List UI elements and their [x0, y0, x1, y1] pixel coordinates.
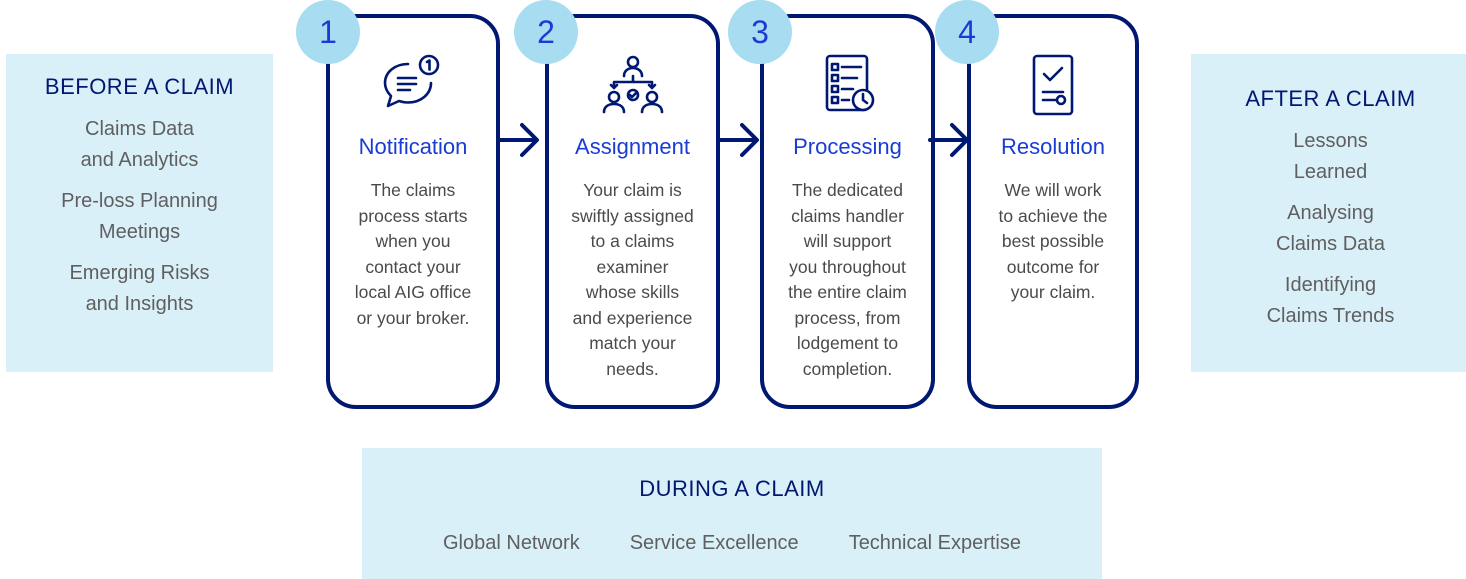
after-item-3: Identifying Claims Trends [1266, 274, 1395, 327]
arrow-right-icon [496, 118, 542, 162]
arrow-right-icon [716, 118, 762, 162]
after-claim-panel: AFTER A CLAIM Lessons Learned Analysing … [1191, 54, 1466, 372]
step-badge-4: 4 [935, 0, 999, 64]
after-item-1: Lessons Learned [1293, 130, 1368, 183]
step-card-notification: Notification The claims process starts w… [326, 14, 500, 409]
step-card-processing: Processing The dedicated claims handler … [760, 14, 935, 409]
step-text-notification: The claims process starts when you conta… [354, 180, 472, 328]
step-text-processing: The dedicated claims handler will suppor… [788, 180, 907, 379]
before-item-3: Emerging Risks and Insights [69, 262, 210, 315]
during-claim-panel: DURING A CLAIM Global Network Service Ex… [362, 448, 1102, 579]
before-claim-title: BEFORE A CLAIM [44, 74, 235, 99]
arrow-right-icon [926, 118, 972, 162]
before-claim-panel: BEFORE A CLAIM Claims Data and Analytics… [6, 54, 273, 372]
step-title-resolution: Resolution [1001, 134, 1105, 159]
before-item-2: Pre-loss Planning Meetings [61, 190, 218, 243]
during-item-1: Global Network [443, 532, 580, 554]
after-item-2: Analysing Claims Data [1276, 202, 1385, 255]
checklist-clock-icon [813, 50, 883, 120]
people-assignment-icon [598, 50, 668, 120]
step-text-resolution: We will work to achieve the best possibl… [998, 180, 1108, 302]
before-item-1: Claims Data and Analytics [80, 118, 199, 171]
step-title-processing: Processing [793, 134, 902, 159]
step-badge-3: 3 [728, 0, 792, 64]
after-claim-title: AFTER A CLAIM [1245, 86, 1416, 111]
document-check-icon [1018, 50, 1088, 120]
step-badge-2: 2 [514, 0, 578, 64]
during-item-3: Technical Expertise [848, 532, 1021, 554]
step-title-assignment: Assignment [575, 134, 690, 159]
step-badge-1: 1 [296, 0, 360, 64]
during-item-2: Service Excellence [629, 532, 799, 554]
step-text-assignment: Your claim is swiftly assigned to a clai… [571, 180, 694, 379]
chat-bubble-notification-icon [378, 50, 448, 120]
step-card-assignment: Assignment Your claim is swiftly assigne… [545, 14, 720, 409]
step-title-notification: Notification [358, 134, 468, 159]
during-claim-title: DURING A CLAIM [639, 476, 825, 501]
step-card-resolution: Resolution We will work to achieve the b… [967, 14, 1139, 409]
